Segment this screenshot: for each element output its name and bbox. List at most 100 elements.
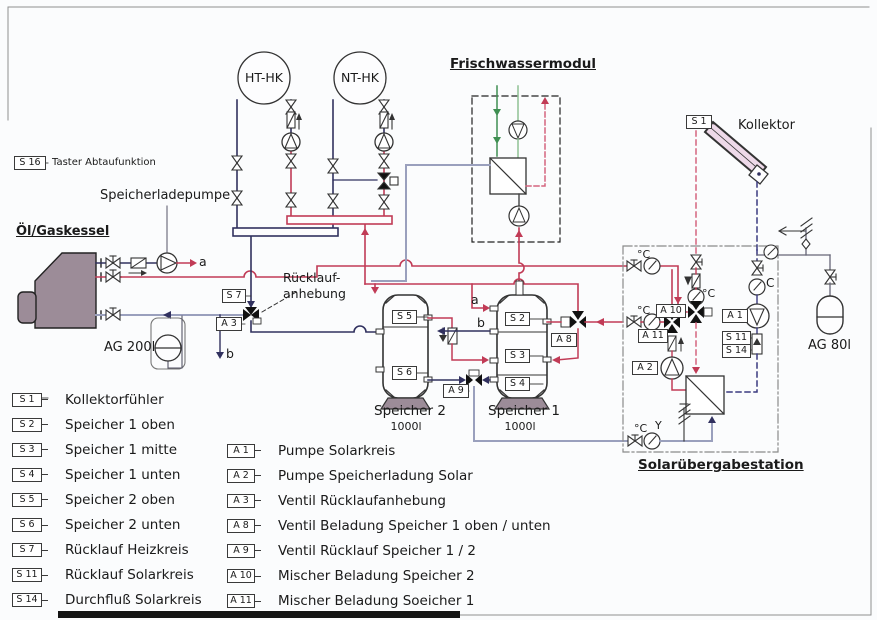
tag-s14: S 14 [722, 344, 751, 358]
tank2-volume: 1000l [390, 420, 422, 433]
legend-row: S 11 Rücklauf Solarkreis [12, 563, 202, 588]
s16-label: Taster Abtaufunktion [52, 157, 156, 168]
boiler-heading: Öl/Gaskessel [16, 224, 110, 239]
legend-code: S 5 [12, 492, 42, 507]
legend-label: Speicher 2 unten [65, 517, 181, 534]
tag-s4: S 4 [505, 377, 530, 391]
solar-station [622, 244, 831, 453]
ht-hk-label: HT-HK [245, 70, 283, 85]
legend-label: Ventil Rücklaufanhebung [278, 492, 446, 509]
legend-code: S 1 [12, 392, 42, 407]
legend-label: Speicher 1 mitte [65, 441, 177, 458]
hk-circles [237, 51, 387, 105]
legend-tick [42, 574, 48, 576]
ag80-vessel [816, 254, 844, 335]
legend-code: S 2 [12, 417, 42, 432]
actor-legend: A 1 Pumpe Solarkreis A 2 Pumpe Speicherladu… [227, 438, 551, 614]
legend-label: Ventil Rücklauf Speicher 1 / 2 [278, 542, 476, 559]
legend-tick [42, 399, 48, 401]
legend-label: Rücklauf Solarkreis [65, 567, 194, 584]
return-raise-label-2: anhebung [283, 286, 346, 301]
legend-label: Speicher 2 oben [65, 491, 175, 508]
legend-code: A 10 [227, 569, 255, 584]
point-a-tank: a [471, 292, 479, 307]
temp-label-5: C [766, 276, 775, 290]
legend-label: Pumpe Solarkreis [278, 442, 396, 459]
legend-row: S 4 Speicher 1 unten [12, 462, 202, 487]
return-raise-label-1: Rücklauf- [283, 270, 341, 285]
tag-s6: S 6 [392, 366, 417, 380]
freshwater-heading: Frischwassermodul [449, 56, 596, 72]
legend-row: A 1 Pumpe Solarkreis [227, 438, 551, 463]
legend-row: S 3 Speicher 1 mitte [12, 437, 202, 462]
legend-label: Speicher 1 unten [65, 466, 181, 483]
ag200-vessel [150, 315, 186, 370]
tank1-volume: 1000l [504, 420, 536, 433]
legend-row: S 5 Speicher 2 oben [12, 487, 202, 512]
heating-circuit-pipes [232, 99, 393, 237]
tag-a1: A 1 [722, 309, 748, 323]
boiler-hot-main [95, 224, 679, 317]
legend-code: A 2 [227, 468, 255, 483]
station-heading: Solarübergabestation [638, 457, 804, 473]
tag-a3: A 3 [216, 317, 242, 331]
nt-hk-label: NT-HK [341, 70, 379, 85]
legend-code: A 8 [227, 518, 255, 533]
legend-tick [42, 599, 48, 601]
boiler-valves [105, 255, 121, 322]
legend-code: S 3 [12, 442, 42, 457]
boiler-body [17, 252, 102, 329]
legend-tick [255, 575, 261, 577]
tag-s11: S 11 [722, 331, 751, 345]
legend-label: Rücklauf Heizkreis [65, 542, 189, 559]
legend-tick [255, 500, 261, 502]
tag-a2: A 2 [632, 361, 658, 375]
legend-tick [255, 475, 261, 477]
legend-row: S 2 Speicher 1 oben [12, 412, 202, 437]
tag-s5: S 5 [392, 310, 417, 324]
legend-tick [255, 450, 261, 452]
charge-pump-label: Speicherladepumpe [100, 188, 231, 203]
tag-a11: A 11 [638, 329, 668, 343]
legend-code: A 1 [227, 443, 255, 458]
temp-label-3: °C [637, 304, 651, 317]
tag-s1: S 1 [686, 115, 712, 129]
legend-row: S 7 Rücklauf Heizkreis [12, 538, 202, 563]
temp-label-2: °C [702, 287, 716, 300]
temp-label-1: °C [637, 248, 651, 261]
legend-code: S 11 [12, 568, 42, 583]
scan-frame [7, 6, 872, 616]
point-a-boiler: a [199, 254, 207, 269]
legend-code: A 9 [227, 543, 255, 558]
legend-row: A 11 Mischer Beladung Soeicher 1 [227, 589, 551, 614]
legend-label: Speicher 1 oben [65, 416, 175, 433]
ag80-label: AG 80l [808, 338, 852, 353]
legend-label: Pumpe Speicherladung Solar [278, 467, 473, 484]
a10-mixer [688, 301, 713, 323]
legend-tick [42, 524, 48, 526]
legend-code: A 3 [227, 493, 255, 508]
legend-label: Mischer Beladung Soeicher 1 [278, 593, 475, 610]
a8-valve [546, 311, 624, 364]
legend-code: S 4 [12, 467, 42, 482]
legend-tick [42, 499, 48, 501]
tag-s16: S 16 [14, 156, 46, 170]
legend-code: S 7 [12, 543, 42, 558]
legend-code: A 11 [227, 594, 255, 609]
temp-label-4: °C [634, 422, 648, 435]
collector [695, 120, 769, 257]
legend-row: A 3 Ventil Rücklaufanhebung [227, 488, 551, 513]
legend-code: S 14 [12, 593, 42, 608]
legend-tick [255, 550, 261, 552]
tag-s2: S 2 [505, 312, 530, 326]
boiler-supply-line [95, 205, 197, 276]
tank1-name: Speicher 1 [488, 403, 560, 419]
station-air-vent [678, 403, 691, 442]
